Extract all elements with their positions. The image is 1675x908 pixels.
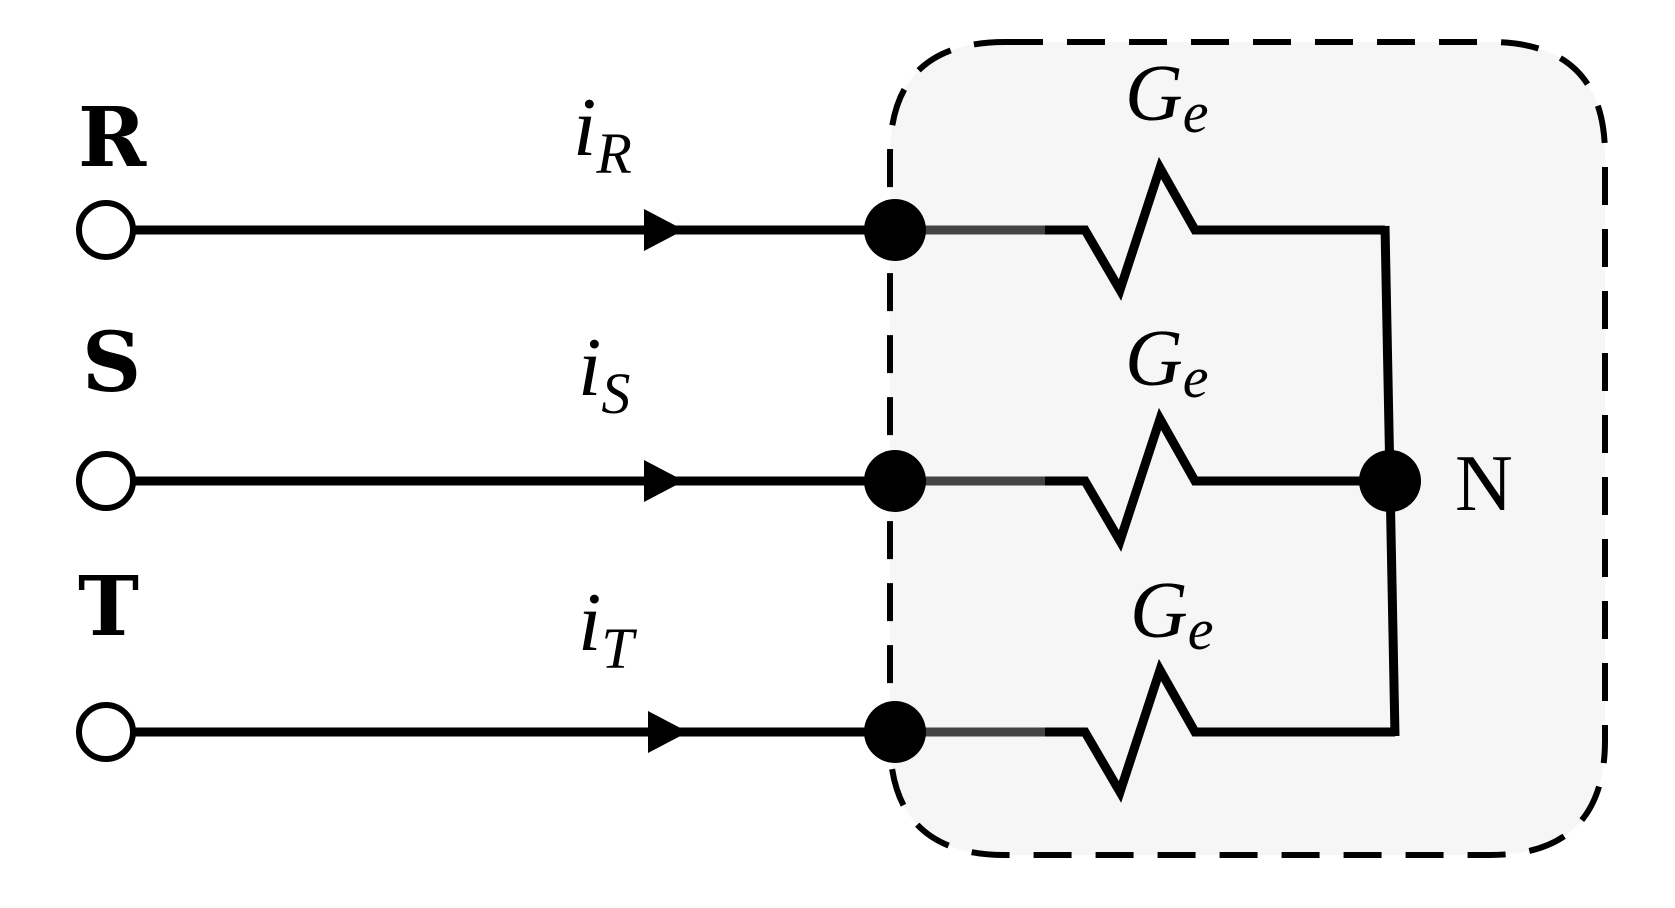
junction-s xyxy=(864,450,926,512)
phase-label-s: S xyxy=(82,315,141,411)
junction-r xyxy=(864,199,926,261)
current-arrow-r xyxy=(644,209,684,251)
junction-t xyxy=(864,701,926,763)
current-label-s: iS xyxy=(578,321,630,426)
conductance-label-s: Ge xyxy=(1125,315,1209,410)
load-enclosure xyxy=(887,39,1608,858)
resistor-r xyxy=(1045,156,1235,301)
phase-label-t: T xyxy=(78,559,139,655)
resistor-s xyxy=(1045,407,1235,552)
phase-s-line xyxy=(133,407,1390,552)
current-arrow-s xyxy=(644,460,684,502)
phase-label-r: R xyxy=(78,90,147,186)
current-arrow-t xyxy=(648,711,688,753)
current-label-t: iT xyxy=(578,576,637,681)
terminal-t xyxy=(76,702,136,762)
neutral-node xyxy=(1359,450,1421,512)
resistor-t xyxy=(1045,658,1235,803)
current-label-r: iR xyxy=(573,81,632,186)
neutral-label: N xyxy=(1455,440,1513,528)
conductance-label-t: Ge xyxy=(1130,567,1214,662)
terminal-s xyxy=(76,451,136,511)
conductance-label-r: Ge xyxy=(1125,50,1209,145)
terminal-r xyxy=(76,200,136,260)
phase-t-line xyxy=(133,658,1395,803)
